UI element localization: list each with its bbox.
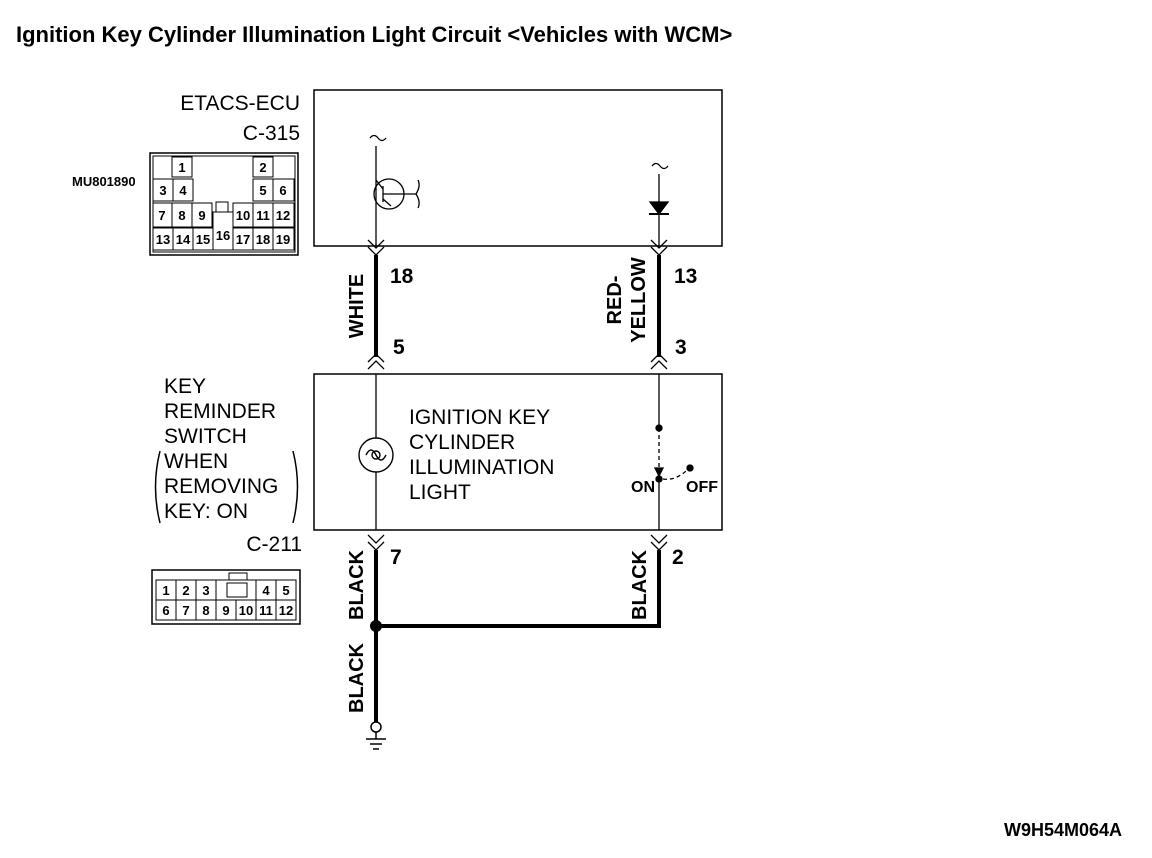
ground-wires <box>374 550 661 722</box>
ecu-transistor-icon <box>369 134 420 246</box>
ecu-pin-number: 18 <box>390 265 414 288</box>
ecu-pin: 15 <box>196 232 210 247</box>
switch-pin: 5 <box>282 583 289 598</box>
ecu-pin: 17 <box>236 232 250 247</box>
switch-pin-number: 7 <box>390 546 402 569</box>
diagram-title: Ignition Key Cylinder Illumination Light… <box>16 22 732 47</box>
switch-box <box>313 373 723 531</box>
switch-name-line: KEY <box>164 375 206 398</box>
switch-name-line: SWITCH <box>164 425 247 448</box>
switch-connector-face: 1 2 3 4 5 6 7 8 9 10 11 12 <box>151 569 301 625</box>
ecu-pin: 18 <box>256 232 270 247</box>
ecu-pin: 12 <box>276 208 290 223</box>
switch-name-line: REMINDER <box>164 400 276 423</box>
ecu-pin: 1 <box>178 160 185 175</box>
switch-pin: 8 <box>202 603 209 618</box>
ecu-pin: 5 <box>259 183 266 198</box>
switch-connector-label: C-211 <box>246 533 302 556</box>
switch-pin: 12 <box>279 603 293 618</box>
light-label-line: IGNITION KEY <box>409 406 550 429</box>
switch-name-line: KEY: ON <box>164 500 248 523</box>
switch-pin: 2 <box>182 583 189 598</box>
ecu-pin: 6 <box>279 183 286 198</box>
switch-on-label: ON <box>631 479 655 496</box>
left-paren <box>154 450 161 524</box>
right-paren <box>292 450 299 524</box>
ecu-pin-number: 13 <box>674 265 697 288</box>
ecu-pin: 19 <box>276 232 290 247</box>
switch-pin: 6 <box>162 603 169 618</box>
wire-color-black-left: BLACK <box>346 549 368 620</box>
switch-name-line: REMOVING <box>164 475 278 498</box>
ecu-box <box>313 89 723 247</box>
switch-pin: 11 <box>259 603 273 618</box>
ecu-pin: 14 <box>176 232 191 247</box>
ecu-diode-icon <box>648 162 670 246</box>
ground-icon <box>366 721 386 750</box>
ecu-pin: 4 <box>179 183 187 198</box>
ecu-connector-face: 1 2 3 4 5 6 7 8 9 10 11 12 13 14 15 16 <box>149 152 299 256</box>
ecu-pin: 16 <box>216 228 230 243</box>
ecu-part-number: MU801890 <box>72 174 136 189</box>
ecu-pin: 2 <box>259 160 266 175</box>
switch-pin: 4 <box>262 583 270 598</box>
switch-pin-number: 5 <box>393 336 405 359</box>
switch-off-label: OFF <box>686 479 718 496</box>
light-label-line: LIGHT <box>409 481 471 504</box>
light-label-line: CYLINDER <box>409 431 515 454</box>
switch-pin: 3 <box>202 583 209 598</box>
wire-color-white: WHITE <box>346 274 368 338</box>
wire-color-yellow: YELLOW <box>628 257 650 343</box>
ecu-connector-label: C-315 <box>243 122 300 145</box>
ecu-pin: 7 <box>158 208 165 223</box>
switch-pin: 7 <box>182 603 189 618</box>
switch-top-terminal-chevrons <box>367 353 668 370</box>
wire-color-red: RED- <box>604 276 626 325</box>
ecu-name: ETACS-ECU <box>180 92 300 115</box>
wire-color-black-right: BLACK <box>629 549 651 620</box>
ecu-pin: 10 <box>236 208 250 223</box>
figure-code: W9H54M064A <box>1004 820 1122 840</box>
ecu-pin: 3 <box>159 183 166 198</box>
ecu-pin: 9 <box>198 208 205 223</box>
switch-pin: 9 <box>222 603 229 618</box>
lamp-icon <box>358 437 394 473</box>
switch-pin: 10 <box>239 603 253 618</box>
light-label-line: ILLUMINATION <box>409 456 554 479</box>
splice-point <box>370 620 382 632</box>
wire-color-black-ground: BLACK <box>346 642 368 713</box>
ecu-pin: 13 <box>156 232 170 247</box>
switch-pin-number: 3 <box>675 336 687 359</box>
ecu-terminal-chevrons <box>367 239 668 256</box>
ecu-pin: 11 <box>256 208 270 223</box>
switch-pin: 1 <box>162 583 169 598</box>
switch-name-line: WHEN <box>164 450 228 473</box>
ecu-pin: 8 <box>178 208 185 223</box>
key-switch-icon <box>653 374 694 530</box>
switch-bottom-terminal-chevrons <box>367 534 668 551</box>
switch-pin-number: 2 <box>672 546 684 569</box>
